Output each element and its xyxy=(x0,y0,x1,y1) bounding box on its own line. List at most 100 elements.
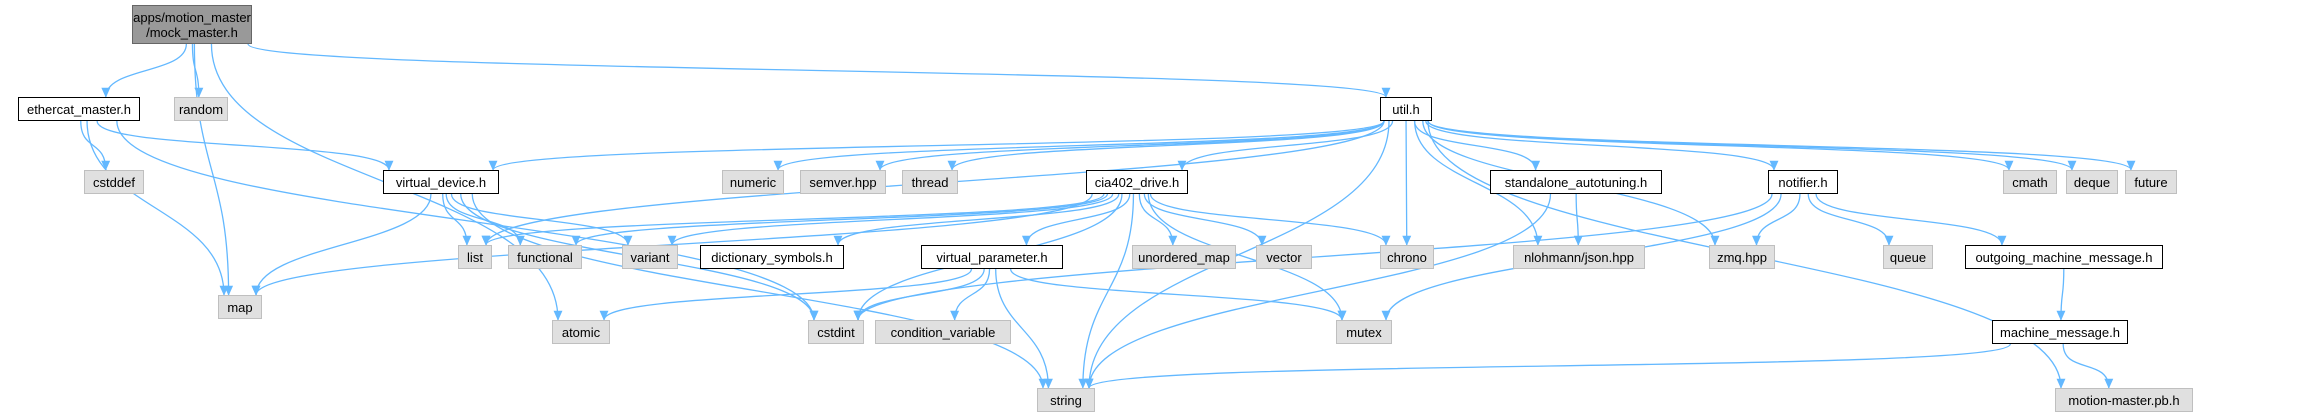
arrowhead-util-future xyxy=(2126,160,2136,171)
node-json[interactable]: nlohmann/json.hpp xyxy=(1513,245,1645,269)
edge-notifier-cstdint xyxy=(857,193,1773,321)
arrowhead-cia402-list xyxy=(481,235,491,246)
node-random[interactable]: random xyxy=(174,97,228,121)
node-chrono[interactable]: chrono xyxy=(1380,245,1434,269)
arrowhead-cia402-umap xyxy=(1168,235,1178,246)
node-dict[interactable]: dictionary_symbols.h xyxy=(700,245,844,269)
arrowhead-ethercat-map xyxy=(219,285,229,296)
arrowhead-util-vdevice xyxy=(488,160,498,171)
node-numeric[interactable]: numeric xyxy=(722,170,784,194)
node-variant[interactable]: variant xyxy=(622,245,678,269)
arrowhead-outgoing-machine xyxy=(2056,310,2066,321)
arrowhead-ethercat-vdevice xyxy=(384,160,394,171)
node-cmath[interactable]: cmath xyxy=(2003,170,2057,194)
arrowhead-cia402-vector xyxy=(1257,235,1267,246)
node-machine[interactable]: machine_message.h xyxy=(1992,320,2128,344)
edge-ethercat-vdevice xyxy=(96,120,390,171)
edge-standalone-string xyxy=(1088,193,1552,389)
node-thread[interactable]: thread xyxy=(902,170,958,194)
edge-util-future xyxy=(1427,120,2132,171)
arrowhead-util-cia402 xyxy=(1177,160,1187,171)
node-cstdint[interactable]: cstdint xyxy=(808,320,864,344)
node-vparam[interactable]: virtual_parameter.h xyxy=(921,245,1063,269)
arrowhead-ethercat-cstddef xyxy=(101,160,111,171)
arrowhead-util-standalone xyxy=(1531,160,1541,171)
node-string[interactable]: string xyxy=(1037,388,1095,412)
node-ethercat[interactable]: ethercat_master.h xyxy=(18,97,140,121)
edge-vparam-condvar xyxy=(953,268,991,321)
node-mock[interactable]: apps/motion_master /mock_master.h xyxy=(132,5,252,44)
edge-mock-ethercat xyxy=(105,43,187,98)
arrowhead-notifier-mutex xyxy=(1381,310,1391,321)
node-list[interactable]: list xyxy=(458,245,492,269)
edge-cia402-mutex xyxy=(1147,193,1343,321)
edge-util-cia402 xyxy=(1181,120,1394,171)
edge-cia402-string xyxy=(1082,193,1135,389)
arrowhead-notifier-cstdint xyxy=(853,310,863,321)
node-standalone[interactable]: standalone_autotuning.h xyxy=(1490,170,1662,194)
arrowhead-vdevice-string xyxy=(1038,378,1048,389)
node-cia402[interactable]: cia402_drive.h xyxy=(1086,170,1188,194)
node-notifier[interactable]: notifier.h xyxy=(1768,170,1838,194)
edge-vdevice-map xyxy=(255,193,432,296)
arrowhead-vdevice-variant xyxy=(623,235,633,246)
arrowhead-util-chrono xyxy=(1402,235,1412,246)
arrowhead-mock-util xyxy=(1381,87,1391,98)
node-outgoing[interactable]: outgoing_machine_message.h xyxy=(1965,245,2163,269)
node-umap[interactable]: unordered_map xyxy=(1132,245,1236,269)
arrowhead-notifier-queue xyxy=(1884,235,1894,246)
arrowhead-vdevice-list xyxy=(462,235,472,246)
node-deque[interactable]: deque xyxy=(2066,170,2118,194)
node-cstddef[interactable]: cstddef xyxy=(84,170,144,194)
edge-ethercat-cstddef xyxy=(80,120,107,171)
arrowhead-vparam-string xyxy=(1043,378,1053,389)
node-semver[interactable]: semver.hpp xyxy=(800,170,886,194)
edge-util-numeric xyxy=(777,120,1385,171)
edge-notifier-outgoing xyxy=(1815,193,2003,246)
arrowhead-util-numeric xyxy=(773,160,783,171)
node-atomic[interactable]: atomic xyxy=(552,320,610,344)
edge-machine-string xyxy=(1088,343,2011,389)
arrowhead-util-cmath xyxy=(2004,160,2014,171)
edge-vparam-mutex xyxy=(1009,268,1343,321)
arrowhead-vparam-atomic xyxy=(599,310,609,321)
arrowhead-cia402-vparam xyxy=(1021,235,1031,246)
arrowhead-util-deque xyxy=(2067,160,2077,171)
node-zmq[interactable]: zmq.hpp xyxy=(1709,245,1775,269)
arrowhead-cia402-map xyxy=(251,285,261,296)
edge-cia402-dict xyxy=(837,193,1120,246)
arrowhead-util-zmq xyxy=(1710,235,1720,246)
arrowhead-notifier-outgoing xyxy=(1997,235,2007,246)
node-queue[interactable]: queue xyxy=(1883,245,1933,269)
node-mmpb[interactable]: motion-master.pb.h xyxy=(2055,388,2193,412)
node-util[interactable]: util.h xyxy=(1380,97,1432,121)
node-vector[interactable]: vector xyxy=(1256,245,1312,269)
arrowhead-util-notifier xyxy=(1769,160,1779,171)
arrowhead-mock-ethercat xyxy=(101,87,111,98)
node-condvar[interactable]: condition_variable xyxy=(875,320,1011,344)
edge-mock-map xyxy=(193,43,230,296)
arrowhead-util-json xyxy=(1533,235,1543,246)
edge-vdevice-string xyxy=(471,193,1044,389)
edge-util-thread xyxy=(951,120,1385,171)
arrowhead-cia402-string xyxy=(1078,378,1088,389)
edge-vparam-string xyxy=(995,268,1050,389)
node-functional[interactable]: functional xyxy=(508,245,582,269)
edge-vdevice-variant xyxy=(450,193,629,246)
arrowhead-vdevice-cstdint xyxy=(809,310,819,321)
edge-cia402-map xyxy=(255,193,1093,296)
node-mutex[interactable]: mutex xyxy=(1336,320,1392,344)
arrowhead-cia402-chrono xyxy=(1381,235,1391,246)
edge-cia402-chrono xyxy=(1149,193,1387,246)
arrowhead-vdevice-functional xyxy=(515,235,525,246)
edge-mock-util xyxy=(247,43,1387,98)
edge-ethercat-cstdint xyxy=(116,120,815,321)
node-map[interactable]: map xyxy=(218,295,262,319)
arrowhead-notifier-zmq xyxy=(1752,235,1761,246)
arrowhead-mock-random xyxy=(194,87,204,98)
node-future[interactable]: future xyxy=(2125,170,2177,194)
node-vdevice[interactable]: virtual_device.h xyxy=(383,170,499,194)
edge-util-chrono xyxy=(1405,120,1408,246)
edge-cia402-list xyxy=(485,193,1105,246)
